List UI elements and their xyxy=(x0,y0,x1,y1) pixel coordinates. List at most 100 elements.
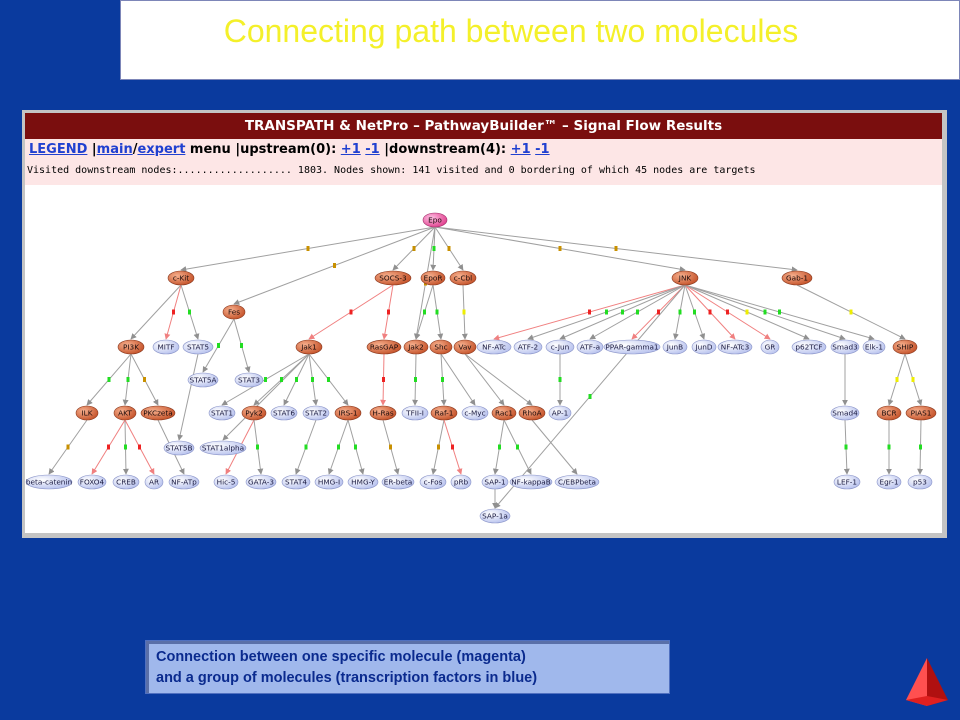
node-shape-RhoA xyxy=(518,405,546,421)
node-cJun[interactable]: c-Jun xyxy=(545,339,575,355)
node-PIAS1[interactable]: PIAS1 xyxy=(905,405,937,421)
node-Elk1[interactable]: Elk-1 xyxy=(862,339,886,355)
node-JunD[interactable]: JunD xyxy=(691,339,717,355)
upstream-plus-link[interactable]: +1 xyxy=(340,142,361,157)
node-betacatenin[interactable]: beta-catenin xyxy=(25,474,73,490)
node-EpoR[interactable]: EpoR xyxy=(420,270,446,286)
node-AKT[interactable]: AKT xyxy=(113,405,137,421)
node-Gab1[interactable]: Gab-1 xyxy=(781,270,813,286)
edge-marker-cKit-STAT5 xyxy=(188,309,191,315)
menu-sep: | xyxy=(87,142,97,157)
upstream-minus-link[interactable]: -1 xyxy=(365,142,380,157)
node-Smad3[interactable]: Smad3 xyxy=(830,339,860,355)
node-cFos[interactable]: c-Fos xyxy=(419,474,447,490)
node-p62TCF[interactable]: p62TCF xyxy=(791,339,827,355)
node-ATF2[interactable]: ATF-2 xyxy=(513,339,543,355)
node-FOXO4[interactable]: FOXO4 xyxy=(77,474,107,490)
node-ATFa[interactable]: ATF-a xyxy=(576,339,604,355)
node-Rac1[interactable]: Rac1 xyxy=(491,405,517,421)
node-TFIII[interactable]: TFII-I xyxy=(401,405,429,421)
node-HMGI[interactable]: HMG-I xyxy=(314,474,344,490)
node-Fes[interactable]: Fes xyxy=(222,304,246,320)
node-AP1[interactable]: AP-1 xyxy=(548,405,572,421)
node-NFkappaB[interactable]: NF-kappaB xyxy=(509,474,553,490)
node-shape-STAT1 xyxy=(208,405,236,421)
node-shape-STAT2 xyxy=(302,405,330,421)
node-STAT5A[interactable]: STAT5A xyxy=(187,372,219,388)
expert-link[interactable]: expert xyxy=(137,142,186,157)
edge-marker-Smad4-LEF1 xyxy=(844,444,848,450)
edge-markers-layer xyxy=(66,246,922,450)
node-IRS1[interactable]: IRS-1 xyxy=(334,405,362,421)
node-JunB[interactable]: JunB xyxy=(662,339,688,355)
node-SAP1[interactable]: SAP-1 xyxy=(481,474,509,490)
node-ERbeta[interactable]: ER-beta xyxy=(381,474,415,490)
node-shape-SHIP xyxy=(892,339,918,355)
node-CEBPbeta[interactable]: C/EBPbeta xyxy=(554,474,600,490)
node-label-ATF2: ATF-2 xyxy=(518,343,538,352)
node-label-JunD: JunD xyxy=(694,343,712,352)
node-HMGY[interactable]: HMG-Y xyxy=(347,474,379,490)
node-STAT1alpha[interactable]: STAT1alpha xyxy=(199,440,247,456)
node-shape-Gab1 xyxy=(781,270,813,286)
edge-marker-Epo-cCbl xyxy=(447,246,451,251)
node-ILK[interactable]: ILK xyxy=(75,405,99,421)
node-Shc[interactable]: Shc xyxy=(429,339,453,355)
node-shape-Fes xyxy=(222,304,246,320)
node-SOCS3[interactable]: SOCS-3 xyxy=(374,270,412,286)
node-CREB[interactable]: CREB xyxy=(112,474,140,490)
node-Egr1[interactable]: Egr-1 xyxy=(876,474,902,490)
node-NFATp[interactable]: NF-ATp xyxy=(168,474,200,490)
node-STAT3[interactable]: STAT3 xyxy=(234,372,264,388)
node-shape-Elk1 xyxy=(862,339,886,355)
node-p53[interactable]: p53 xyxy=(907,474,933,490)
node-RasGAP[interactable]: RasGAP xyxy=(366,339,402,355)
node-shape-Hic5 xyxy=(213,474,239,490)
node-label-FOXO4: FOXO4 xyxy=(80,478,105,487)
node-JNK[interactable]: JNK xyxy=(671,270,699,286)
node-label-LEF1: LEF-1 xyxy=(837,478,857,487)
node-Epo[interactable]: Epo xyxy=(422,212,448,228)
node-Raf1[interactable]: Raf-1 xyxy=(430,405,458,421)
node-PKCzeta[interactable]: PKCzeta xyxy=(140,405,176,421)
node-NFATc3[interactable]: NF-ATc3 xyxy=(717,339,753,355)
node-STAT4[interactable]: STAT4 xyxy=(281,474,311,490)
node-STAT5[interactable]: STAT5 xyxy=(182,339,214,355)
downstream-minus-link[interactable]: -1 xyxy=(535,142,550,157)
node-STAT1[interactable]: STAT1 xyxy=(208,405,236,421)
next-slide-triangle-icon[interactable] xyxy=(904,656,950,708)
node-GATA3[interactable]: GATA-3 xyxy=(245,474,277,490)
downstream-plus-link[interactable]: +1 xyxy=(510,142,531,157)
node-cKit[interactable]: c-Kit xyxy=(167,270,195,286)
node-Hic5[interactable]: Hic-5 xyxy=(213,474,239,490)
node-Vav[interactable]: Vav xyxy=(453,339,477,355)
node-RhoA[interactable]: RhoA xyxy=(518,405,546,421)
node-LEF1[interactable]: LEF-1 xyxy=(833,474,861,490)
node-PI3K[interactable]: PI3K xyxy=(117,339,145,355)
node-label-Jak1: Jak1 xyxy=(300,343,317,352)
node-STAT6[interactable]: STAT6 xyxy=(270,405,298,421)
node-Jak1[interactable]: Jak1 xyxy=(295,339,323,355)
node-label-ATFa: ATF-a xyxy=(580,343,600,352)
node-STAT2[interactable]: STAT2 xyxy=(302,405,330,421)
node-Pyk2[interactable]: Pyk2 xyxy=(241,405,267,421)
node-GR[interactable]: GR xyxy=(760,339,780,355)
node-HRas[interactable]: H-Ras xyxy=(369,405,397,421)
node-SHIP[interactable]: SHIP xyxy=(892,339,918,355)
node-BCR[interactable]: BCR xyxy=(876,405,902,421)
node-cCbl[interactable]: c-Cbl xyxy=(449,270,477,286)
node-cMyc[interactable]: c-Myc xyxy=(461,405,489,421)
node-PPARg1[interactable]: PPAR-gamma1 xyxy=(603,339,661,355)
node-SAP1a[interactable]: SAP-1a xyxy=(479,508,511,524)
node-AR[interactable]: AR xyxy=(144,474,164,490)
node-STAT5B[interactable]: STAT5B xyxy=(163,440,195,456)
node-Jak2[interactable]: Jak2 xyxy=(403,339,429,355)
node-Smad4[interactable]: Smad4 xyxy=(830,405,860,421)
main-link[interactable]: main xyxy=(96,142,133,157)
legend-link[interactable]: LEGEND xyxy=(29,142,88,157)
node-pRb[interactable]: pRb xyxy=(450,474,472,490)
node-MITF[interactable]: MITF xyxy=(152,339,180,355)
node-NFATc[interactable]: NF-ATc xyxy=(476,339,512,355)
node-label-AP1: AP-1 xyxy=(552,409,569,418)
edge-marker-Epo-Fes xyxy=(333,263,336,268)
